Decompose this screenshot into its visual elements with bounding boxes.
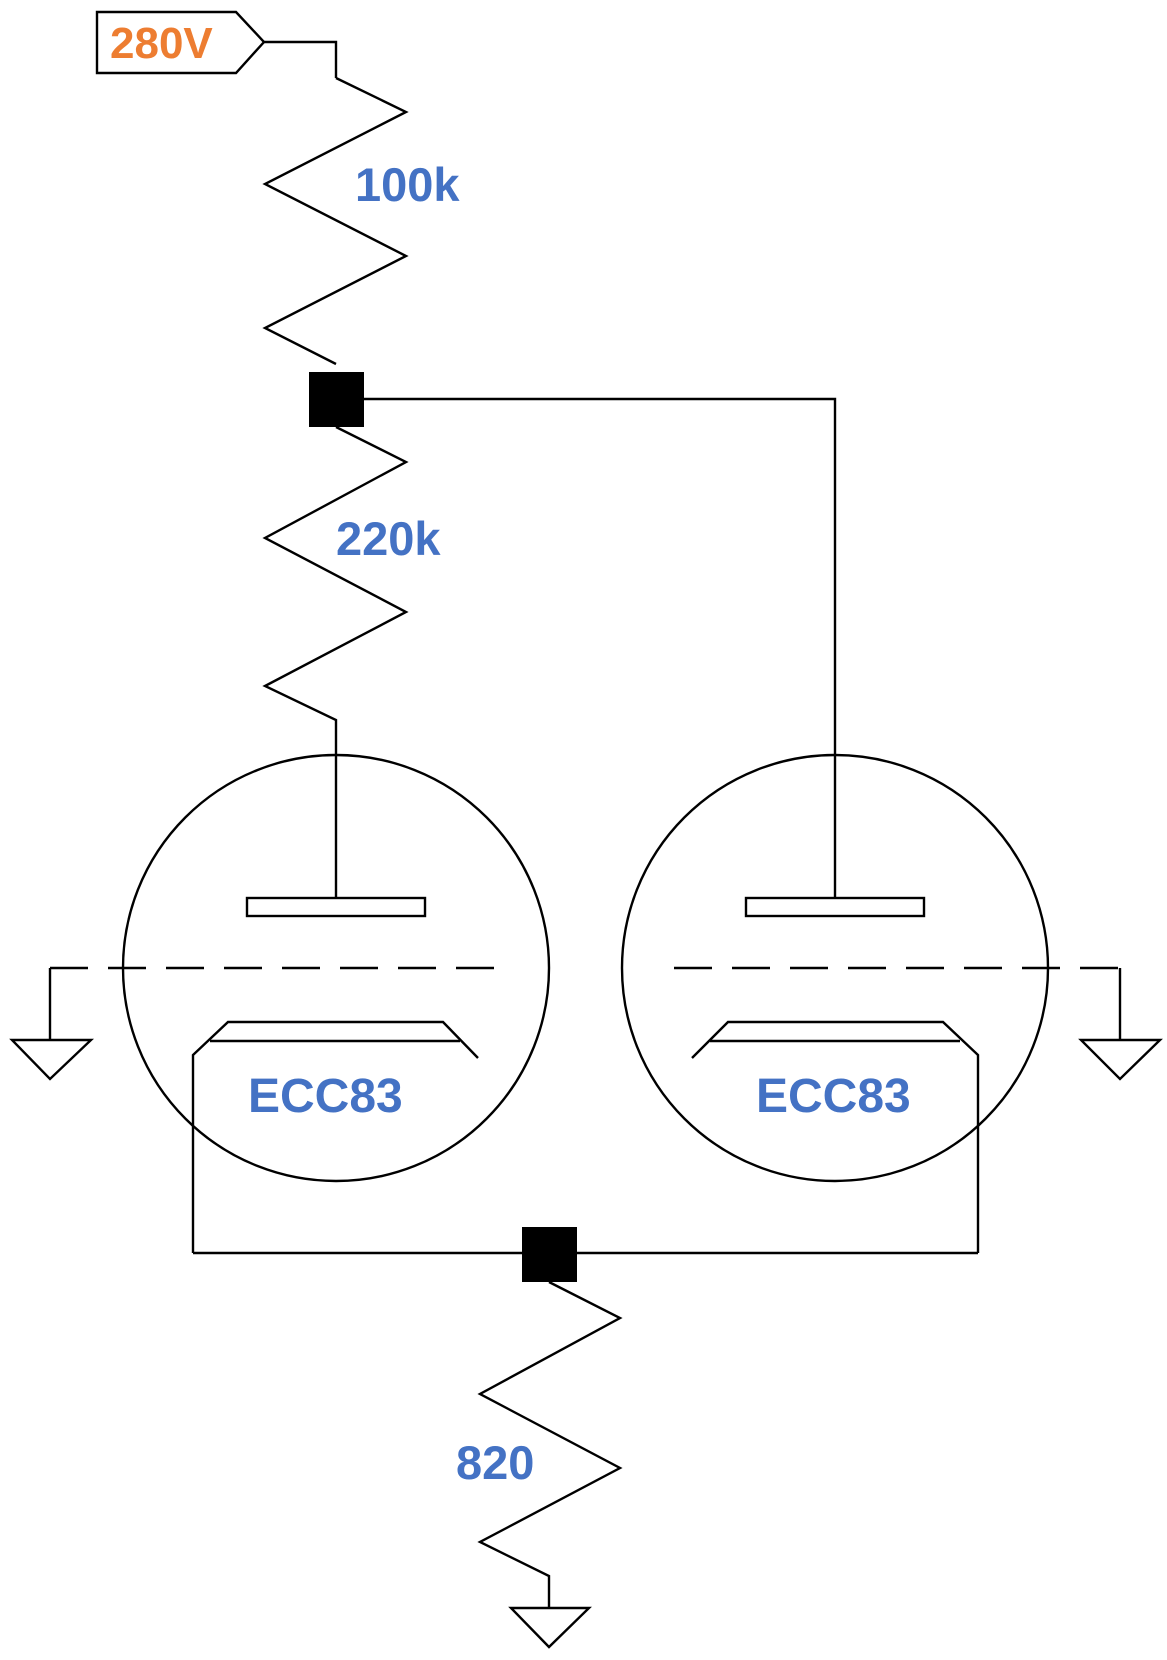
- supply-wire: [264, 40, 338, 78]
- tube-v2-label: ECC83: [756, 1070, 911, 1123]
- tube-v2: ECC83: [620, 753, 1120, 1253]
- junction-node-bottom: [522, 1227, 577, 1282]
- tube-v1-label: ECC83: [248, 1070, 403, 1123]
- ground-cathode: [508, 1606, 592, 1649]
- ground-v2-grid: [1078, 968, 1163, 1081]
- supply-voltage-flag: 280V: [95, 10, 266, 75]
- resistor-r1-label: 100k: [355, 158, 460, 211]
- tube-v2-cathode: [691, 1020, 980, 1253]
- resistor-r3-label: 820: [456, 1436, 534, 1489]
- tube-v2-plate: [744, 896, 926, 918]
- tube-v1: ECC83: [50, 753, 551, 1253]
- resistor-r2-label: 220k: [336, 512, 441, 565]
- resistor-r3: [477, 1280, 623, 1608]
- resistor-r2: [262, 425, 409, 898]
- tube-v1-cathode: [191, 1020, 479, 1253]
- ground-v1-grid: [9, 968, 95, 1081]
- plate-wire-v2: [364, 397, 837, 898]
- supply-voltage-label: 280V: [110, 19, 213, 68]
- tube-v1-plate: [245, 896, 427, 918]
- junction-node-top: [309, 372, 364, 427]
- resistor-r1: [262, 76, 409, 366]
